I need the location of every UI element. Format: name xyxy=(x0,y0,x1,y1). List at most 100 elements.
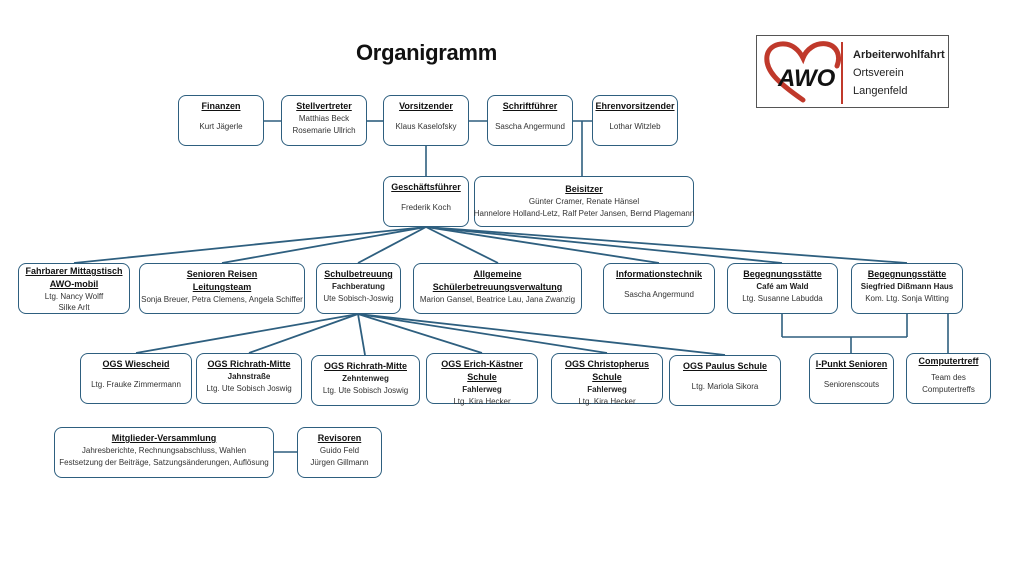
box-revisoren: Revisoren Guido Feld Jürgen Gillmann xyxy=(297,427,382,478)
box-line: Ute Sobisch-Joswig xyxy=(323,294,394,303)
box-heading: Vorsitzender xyxy=(399,101,453,111)
box-geschaeftsfuehrer: Geschäftsführer Frederik Koch xyxy=(383,176,469,227)
box-ogs-christopherus: OGS Christopherus Schule Fahlerweg Ltg. … xyxy=(551,353,663,406)
box-heading: OGS Christopherus Schule xyxy=(564,359,649,382)
box-ehrenvorsitzender: Ehrenvorsitzender Lothar Witzleb xyxy=(592,95,678,146)
box-heading: OGS Richrath-Mitte xyxy=(323,361,407,371)
box-heading-2: AWO-mobil xyxy=(49,279,99,289)
connector-schulbetreuung-school-3 xyxy=(357,313,483,354)
connector-gf-department-0 xyxy=(73,226,427,264)
box-informationstechnik: Informationstechnik Sascha Angermund xyxy=(603,263,715,314)
box-heading: Begegnungsstätte xyxy=(743,269,822,279)
box-schuelerbetreuungsverwaltung: Allgemeine Schülerbetreuungsverwaltung M… xyxy=(413,263,582,314)
awo-mark: AWO xyxy=(777,65,836,92)
box-line: Computertreffs xyxy=(922,385,975,394)
box-senioren-reisen: Senioren Reisen Leitungsteam Sonja Breue… xyxy=(139,263,305,314)
connector-gf-department-3 xyxy=(425,226,499,264)
box-ogs-wiescheid: OGS Wiescheid Ltg. Frauke Zimmermann xyxy=(80,353,192,404)
box-heading: Revisoren xyxy=(317,433,362,443)
box-mitgliederversammlung: Mitglieder-Versammlung Jahresberichte, R… xyxy=(54,427,274,478)
box-stellvertreter: Stellvertreter Matthias Beck Rosemarie U… xyxy=(281,95,367,146)
awo-logo: AWO Arbeiterwohlfahrt Ortsverein Langenf… xyxy=(756,35,949,108)
box-line: Sascha Angermund xyxy=(624,290,694,299)
box-line: Ltg. Ute Sobisch Joswig xyxy=(322,386,409,395)
box-heading: Stellvertreter xyxy=(296,101,352,111)
box-schulbetreuung: Schulbetreuung Fachberatung Ute Sobisch-… xyxy=(316,263,401,314)
box-ogs-richrath-jahnstrasse: OGS Richrath-Mitte Jahnstraße Ltg. Ute S… xyxy=(196,353,302,404)
box-line: Sonja Breuer, Petra Clemens, Angela Schi… xyxy=(141,295,303,304)
connector-schulbetreuung-school-5 xyxy=(357,313,726,356)
box-computertreff: Computertreff Team des Computertreffs xyxy=(906,353,991,404)
box-heading: Ehrenvorsitzender xyxy=(595,101,675,111)
box-subheading: Siegfried Dißmann Haus xyxy=(860,282,954,291)
box-line: Jahresberichte, Rechnungsabschluss, Wahl… xyxy=(81,446,247,455)
box-heading: Computertreff xyxy=(918,356,979,366)
logo-line-1: Arbeiterwohlfahrt xyxy=(853,49,945,61)
box-line: Jürgen Gillmann xyxy=(310,458,369,467)
box-line: Marion Gansel, Beatrice Lau, Jana Zwanzi… xyxy=(419,295,576,304)
connector-gf-department-6 xyxy=(425,226,908,264)
box-vorsitzender: Vorsitzender Klaus Kaselofsky xyxy=(383,95,469,146)
box-line: Matthias Beck xyxy=(298,114,350,123)
box-ogs-paulus: OGS Paulus Schule Ltg. Mariola Sikora xyxy=(669,355,781,406)
heart-icon: AWO xyxy=(764,41,842,103)
box-heading: Schriftführer xyxy=(502,101,558,111)
box-heading: OGS Wiescheid xyxy=(102,359,170,369)
box-heading: Schulbetreuung xyxy=(324,269,393,279)
box-mittagstisch: Fahrbarer Mittagstisch AWO-mobil Ltg. Na… xyxy=(18,263,130,314)
box-heading: I-Punkt Senioren xyxy=(815,359,888,369)
box-line: Ltg. Ute Sobisch Joswig xyxy=(206,384,292,393)
box-line: Ltg. Kira Hecker xyxy=(453,397,511,406)
box-ogs-richrath-zehntenweg: OGS Richrath-Mitte Zehntenweg Ltg. Ute S… xyxy=(311,355,420,406)
logo-line-3: Langenfeld xyxy=(853,85,908,97)
box-subheading: Café am Wald xyxy=(756,282,809,291)
box-line: Klaus Kaselofsky xyxy=(395,122,457,131)
box-cafe-am-wald: Begegnungsstätte Café am Wald Ltg. Susan… xyxy=(727,263,838,314)
logo-divider xyxy=(841,42,843,104)
box-heading: OGS Richrath-Mitte xyxy=(207,359,291,369)
box-heading: Allgemeine xyxy=(473,269,522,279)
box-heading: Informationstechnik xyxy=(615,269,702,279)
box-heading: Senioren Reisen xyxy=(186,269,258,279)
box-subheading: Fahlerweg xyxy=(587,385,627,394)
box-schriftfuehrer: Schriftführer Sascha Angermund xyxy=(487,95,573,146)
box-heading-2: Schülerbetreuungsverwaltung xyxy=(432,282,563,292)
box-heading: Fahrbarer Mittagstisch xyxy=(25,266,123,276)
box-subheading: Zehntenweg xyxy=(342,374,389,383)
box-line: Ltg. Mariola Sikora xyxy=(691,382,759,391)
box-line: Rosemarie Ullrich xyxy=(292,126,356,135)
connector-gf-department-5 xyxy=(425,226,783,264)
box-heading: Begegnungsstätte xyxy=(867,269,947,279)
box-finanzen: Finanzen Kurt Jägerle xyxy=(178,95,264,146)
connector-gf-department-4 xyxy=(425,226,660,264)
box-heading: OGS Erich-Kästner Schule xyxy=(441,359,523,382)
connector-schulbetreuung-school-4 xyxy=(357,313,608,354)
logo-line-2: Ortsverein xyxy=(853,67,904,79)
page-title: Organigramm xyxy=(356,40,497,65)
box-line: Sascha Angermund xyxy=(495,122,565,131)
box-subheading: Fahlerweg xyxy=(462,385,502,394)
box-heading: Geschäftsführer xyxy=(391,182,461,192)
box-subheading: Jahnstraße xyxy=(227,372,271,381)
box-line: Ltg. Kira Hecker xyxy=(578,397,636,406)
box-line: Günter Cramer, Renate Hänsel xyxy=(528,197,640,206)
box-dissmann-haus: Begegnungsstätte Siegfried Dißmann Haus … xyxy=(851,263,963,314)
box-line: Team des xyxy=(931,373,966,382)
box-line: Kurt Jägerle xyxy=(199,122,243,131)
box-heading: Beisitzer xyxy=(565,184,603,194)
box-heading: Finanzen xyxy=(201,101,241,111)
box-line: Silke Arlt xyxy=(58,303,90,312)
connector-gf-department-1 xyxy=(221,226,427,264)
box-line: Frederik Koch xyxy=(401,203,451,212)
connector-schulbetreuung-school-2 xyxy=(357,313,366,356)
box-line: Kom. Ltg. Sonja Witting xyxy=(865,294,949,303)
box-ogs-erich-kaestner: OGS Erich-Kästner Schule Fahlerweg Ltg. … xyxy=(426,353,538,406)
box-line: Hannelore Holland-Letz, Ralf Peter Janse… xyxy=(473,209,695,218)
box-heading-2: Leitungsteam xyxy=(192,282,252,292)
box-line: Guido Feld xyxy=(319,446,360,455)
box-line: Seniorenscouts xyxy=(823,380,880,389)
box-line: Ltg. Frauke Zimmermann xyxy=(91,380,181,389)
box-line: Festsetzung der Beiträge, Satzungsänderu… xyxy=(59,458,269,467)
connector-schulbetreuung-school-1 xyxy=(248,313,359,354)
